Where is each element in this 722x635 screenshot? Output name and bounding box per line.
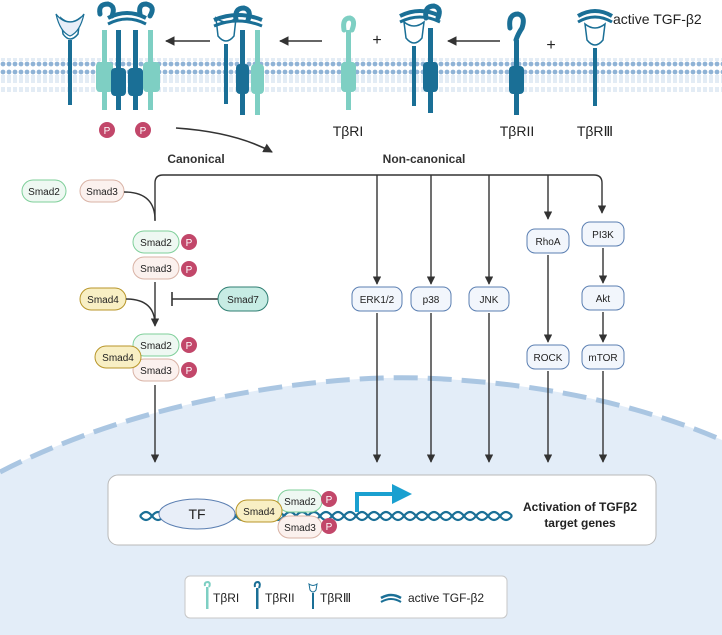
svg-text:TF: TF [188,506,205,522]
svg-text:Smad3: Smad3 [284,523,316,534]
kinase-arrows [372,248,608,463]
receptor-t3-with-ligand [576,9,614,106]
svg-text:PI3K: PI3K [592,230,614,241]
svg-text:Smad4: Smad4 [243,507,275,518]
tf-factor: TF [158,498,236,530]
phospho-marker-2: P [135,122,151,138]
smad-complex: Smad2 Smad3 Smad4 P P [94,333,197,382]
arrow-smad4-merge [125,298,156,326]
svg-text:Smad2: Smad2 [140,238,172,249]
ligand-bound-complex [399,3,442,113]
receptor-t3-released [55,13,85,105]
arrow-smad3-merge [123,191,156,221]
svg-text:Smad7: Smad7 [227,295,259,306]
legend: TβRI TβRII TβRⅢ active TGF-β2 [184,575,508,619]
smad3-free: Smad3 [79,179,125,203]
legend-t2-label: TβRII [265,591,295,605]
smad3-phospho: Smad3 P [132,256,197,280]
legend-t3-icon [308,582,318,609]
svg-text:P: P [186,341,193,352]
smad7-inhibitor: Smad7 [171,286,269,312]
erk-node: ERK1/2 [351,286,403,312]
smad2-phospho: Smad2 P [132,230,197,254]
transcription-box [107,474,657,546]
plus-sign-1: + [372,32,381,49]
svg-text:p38: p38 [423,295,440,306]
smad2-free: Smad2 [21,179,67,203]
svg-text:JNK: JNK [480,295,499,306]
svg-text:Smad2: Smad2 [140,341,172,352]
pi3k-node: PI3K [581,221,625,247]
svg-text:mTOR: mTOR [588,353,617,364]
rhoa-node: RhoA [526,228,570,254]
svg-text:P: P [186,265,193,276]
plus-sign-2: + [546,37,555,54]
svg-text:P: P [140,126,147,137]
pathway-branches [154,174,607,285]
svg-text:Smad4: Smad4 [102,353,134,364]
mtor-node: mTOR [581,344,625,370]
legend-t1-icon [203,580,211,609]
svg-text:P: P [326,522,333,533]
nuclear-smad-complex: Smad2 Smad3 Smad4 P P [235,489,337,539]
svg-text:ERK1/2: ERK1/2 [360,295,395,306]
svg-text:P: P [326,495,333,506]
svg-text:P: P [186,238,193,249]
legend-t3-label: TβRⅢ [320,591,351,605]
t3-label: TβRⅢ [577,123,613,139]
smad4-free: Smad4 [79,287,127,311]
p38-node: p38 [410,286,452,312]
outcome-line-2: target genes [544,516,616,530]
svg-text:Smad3: Smad3 [140,366,172,377]
svg-text:Akt: Akt [596,294,611,305]
arrow-to-signaling [175,127,273,153]
svg-text:Smad4: Smad4 [87,295,119,306]
t2-label: TβRII [500,123,535,139]
legend-t1-label: TβRI [213,591,239,605]
svg-text:ROCK: ROCK [534,353,563,364]
non-canonical-label: Non-canonical [383,152,466,166]
svg-text:Smad3: Smad3 [86,187,118,198]
jnk-node: JNK [468,286,510,312]
receptor-t2-free [507,11,526,115]
rock-node: ROCK [526,344,570,370]
transcription-start-arrow [355,484,412,512]
legend-t2-icon [253,580,261,609]
svg-text:RhoA: RhoA [535,237,560,248]
svg-text:P: P [186,366,193,377]
svg-text:Smad2: Smad2 [28,187,60,198]
akt-node: Akt [581,285,625,311]
t1-label: TβRI [333,123,364,139]
canonical-label: Canonical [167,152,224,166]
legend-ligand-icon [380,593,402,603]
active-receptor-complex [96,1,160,110]
ligand-label: active TGF-β2 [613,11,702,27]
receptor-t1-free [341,15,357,110]
legend-ligand-label: active TGF-β2 [408,591,484,605]
outcome-line-1: Activation of TGFβ2 [523,500,637,514]
svg-text:Smad2: Smad2 [284,497,316,508]
intermediate-receptor-complex [213,5,264,115]
svg-text:P: P [104,126,111,137]
phospho-marker-1: P [99,122,115,138]
svg-text:Smad3: Smad3 [140,264,172,275]
